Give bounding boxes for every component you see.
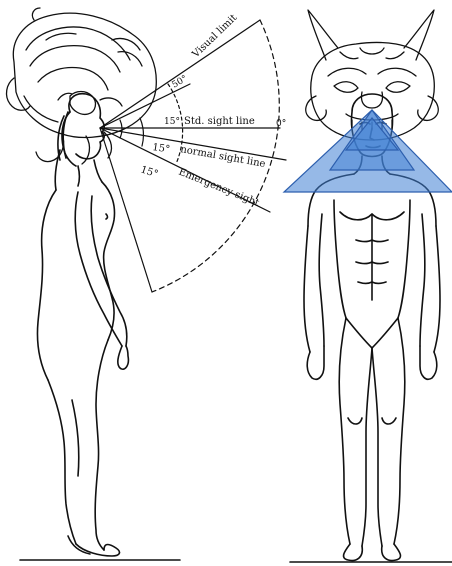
sight-line-labels: Visual limit 50° 15° Std. sight line 0° … <box>139 12 286 208</box>
side-mask-headdress <box>7 8 157 164</box>
angle-15-upper-label: 15° <box>164 117 180 127</box>
angle-15-emergency-label: 15° <box>139 164 159 180</box>
visual-limit-label: Visual limit <box>190 12 240 60</box>
angle-15-normal-label: 15° <box>152 142 171 155</box>
normal-sight-line-label: normal sight line <box>179 144 266 170</box>
angle-50-label: 50° <box>171 74 190 91</box>
side-view-figure <box>20 94 180 560</box>
angle-0-label: 0° <box>276 119 286 129</box>
view-cone-overlay <box>284 110 452 192</box>
emergency-sight-label: Emergency sight <box>177 167 261 209</box>
std-sight-line-label: Std. sight line <box>184 116 255 127</box>
